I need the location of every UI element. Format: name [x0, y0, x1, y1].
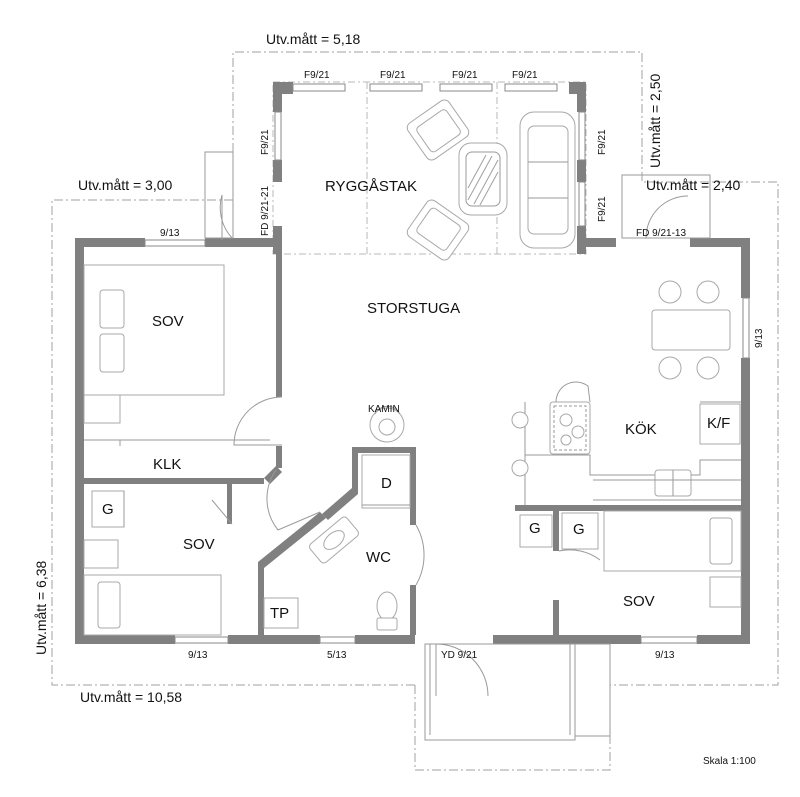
room-storstuga: STORSTUGA: [367, 300, 460, 317]
dim-right-vertical: Utv.mått = 2,50: [647, 74, 663, 168]
door-fd-left: FD 9/21-21: [260, 186, 271, 236]
windows: [144, 83, 750, 644]
room-labels: RYGGÅSTAK STORSTUGA SOV KLK SOV KÖK K/F …: [102, 178, 730, 622]
room-d: D: [381, 475, 392, 492]
bedroom-left-furniture: [83, 490, 222, 636]
doors: [204, 151, 711, 741]
room-kok: KÖK: [625, 420, 657, 438]
window-top-left: 9/13: [160, 228, 180, 239]
closet-g-left: G: [102, 501, 114, 518]
window-f1: F9/21: [304, 70, 330, 81]
room-sov-top: SOV: [152, 313, 184, 330]
room-kf: K/F: [707, 415, 730, 432]
dim-top: Utv.mått = 5,18: [266, 31, 360, 47]
window-bottom-mid: 5/13: [327, 650, 347, 661]
door-yd: YD 9/21: [441, 650, 478, 661]
bath-furniture: [263, 405, 411, 631]
dim-right-upper: Utv.mått = 2,40: [646, 177, 740, 193]
dim-left-vertical: Utv.mått = 6,38: [33, 561, 49, 655]
room-sov-left: SOV: [183, 536, 215, 553]
dimension-labels: Utv.mått = 5,18 Utv.mått = 2,50 Utv.mått…: [33, 31, 740, 705]
window-f3: F9/21: [452, 70, 478, 81]
closet-g-mid1: G: [529, 520, 541, 537]
dim-left-upper: Utv.mått = 3,00: [78, 177, 172, 193]
window-f-right2: F9/21: [597, 196, 608, 222]
window-f-right1: F9/21: [597, 129, 608, 155]
room-klk: KLK: [153, 456, 181, 473]
bedroom-right-furniture: [519, 510, 742, 608]
dim-bottom: Utv.mått = 10,58: [80, 689, 182, 705]
kitchen-furniture: [511, 280, 741, 505]
window-f2: F9/21: [380, 70, 406, 81]
window-f4: F9/21: [512, 70, 538, 81]
opening-labels: F9/21 F9/21 F9/21 F9/21 F9/21 F9/21 F9/2…: [160, 70, 765, 661]
window-f-left: F9/21: [260, 129, 271, 155]
overhang-outline: [51, 51, 779, 771]
bedroom-top-furniture: [83, 264, 270, 446]
window-bottom-left: 9/13: [188, 650, 208, 661]
room-sov-right: SOV: [623, 593, 655, 610]
room-tp: TP: [270, 605, 289, 622]
room-wc: WC: [366, 549, 391, 566]
room-ryggastak: RYGGÅSTAK: [325, 178, 417, 195]
door-fd-right: FD 9/21-13: [636, 228, 686, 239]
veranda-furniture: [406, 99, 576, 261]
kamin-label: KAMIN: [368, 404, 400, 415]
window-bottom-right: 9/13: [655, 650, 675, 661]
walls: [75, 82, 750, 644]
scale-label: Skala 1:100: [703, 756, 756, 767]
window-right: 9/13: [754, 328, 765, 348]
closet-g-mid2: G: [573, 521, 585, 538]
